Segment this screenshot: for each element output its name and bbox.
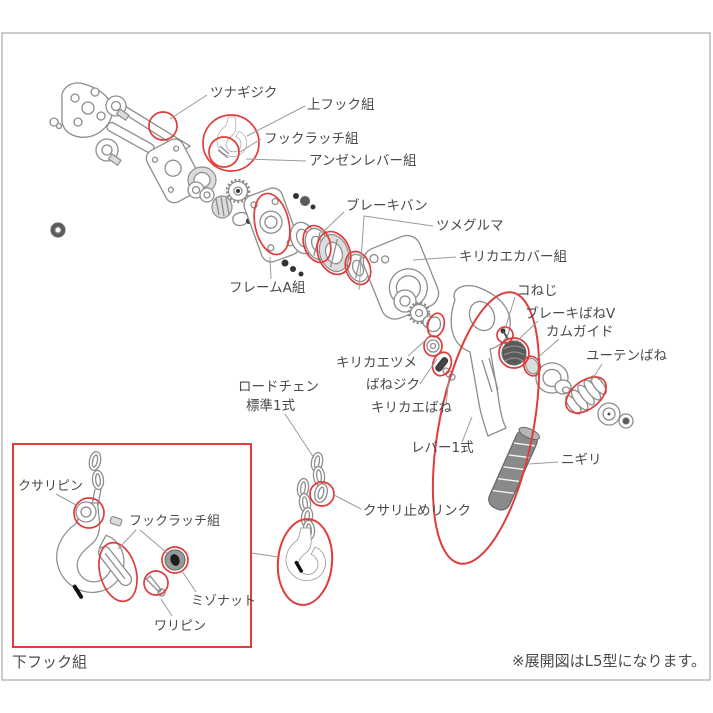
- label-lever-set: レバー1式: [411, 440, 474, 456]
- chain-drawing: [285, 451, 328, 582]
- label-load-chain-line1: ロードチェン: [238, 379, 319, 395]
- label-hook-latch-assy-inset: フックラッチ組: [129, 514, 220, 529]
- circle-slotted-nut: [161, 546, 189, 574]
- circle-brake-disc: [316, 230, 352, 276]
- top-suspension-drawing: [49, 82, 316, 277]
- circle-frame-a: [253, 192, 291, 256]
- switch-cover-drawing: [362, 234, 440, 329]
- circle-spring-shaft: [431, 351, 453, 377]
- circle-upper-hook: [202, 114, 260, 172]
- circle-hook-latch: [208, 136, 240, 168]
- circle-inset-latch: [98, 541, 138, 603]
- label-brake-band: ブレーキバン: [346, 197, 428, 214]
- label-grip: ニギリ: [561, 452, 602, 468]
- circle-split-pin: [143, 570, 169, 596]
- label-pawl-wheel: ツメグルマ: [436, 218, 504, 234]
- label-switch-spring: キリカエばね: [371, 400, 452, 416]
- inset-caption: 下フック組: [12, 653, 87, 671]
- label-hook-latch-assy: フックラッチ組: [264, 131, 359, 147]
- frame-a-drawing: [243, 187, 301, 263]
- main-diagram-drawing: [49, 82, 634, 582]
- label-load-chain-line2: 標準1式: [246, 398, 296, 414]
- circle-pawl-wheel: [344, 250, 372, 286]
- circle-small-screw: [496, 326, 514, 344]
- label-connecting-shaft: ツナギジク: [210, 85, 278, 101]
- label-upper-hook-assy: 上フック組: [307, 97, 375, 113]
- friction-spring-drawing: [565, 375, 607, 415]
- leader-lines: [55, 94, 603, 617]
- circle-connecting-shaft: [148, 111, 178, 141]
- label-small-screw: コねじ: [517, 283, 558, 299]
- circle-brake-band: [302, 224, 332, 264]
- circle-chain-stop-link: [309, 481, 335, 507]
- circle-chain-pin: [73, 497, 105, 529]
- label-switch-pawl: キリカエツメ: [336, 355, 417, 371]
- circle-friction-spring: [565, 376, 607, 414]
- label-chain-pin: クサリピン: [18, 479, 83, 494]
- right-parts-drawing: [500, 328, 634, 429]
- circle-washer: [423, 335, 443, 357]
- circle-lower-hook: [276, 518, 334, 606]
- label-friction-spring: ユーテンばね: [586, 348, 667, 364]
- annotation-circles: [73, 111, 607, 606]
- inset-red-frame: [12, 443, 252, 648]
- inset-box: [12, 443, 252, 648]
- upper-hook-drawing: [216, 116, 247, 159]
- label-switch-cover-assy: キリカエカバー組: [459, 249, 567, 265]
- labels: ツナギジク 上フック組 フックラッチ組 アンゼンレバー組 ブレーキバン ツメグル…: [12, 85, 706, 671]
- label-split-pin: ワリピン: [154, 619, 206, 634]
- label-chain-stop-link: クサリ止めリンク: [363, 503, 471, 519]
- figure-note: ※展開図はL5型になります。: [512, 652, 706, 670]
- label-cam-guide: カムガイド: [546, 324, 614, 340]
- label-safety-lever-assy: アンゼンレバー組: [309, 153, 416, 169]
- inset-latch-drawing: [97, 545, 133, 587]
- circle-brake-spring-v: [498, 337, 530, 369]
- lever-drawing: [450, 285, 540, 511]
- label-brake-spring-v: ブレーキばねV: [525, 305, 616, 322]
- circle-lever-set: [431, 291, 541, 565]
- label-frame-a-assy: フレームA組: [229, 280, 305, 296]
- label-spring-shaft: ばねジク: [366, 377, 420, 393]
- label-slotted-nut: ミゾナット: [191, 594, 256, 609]
